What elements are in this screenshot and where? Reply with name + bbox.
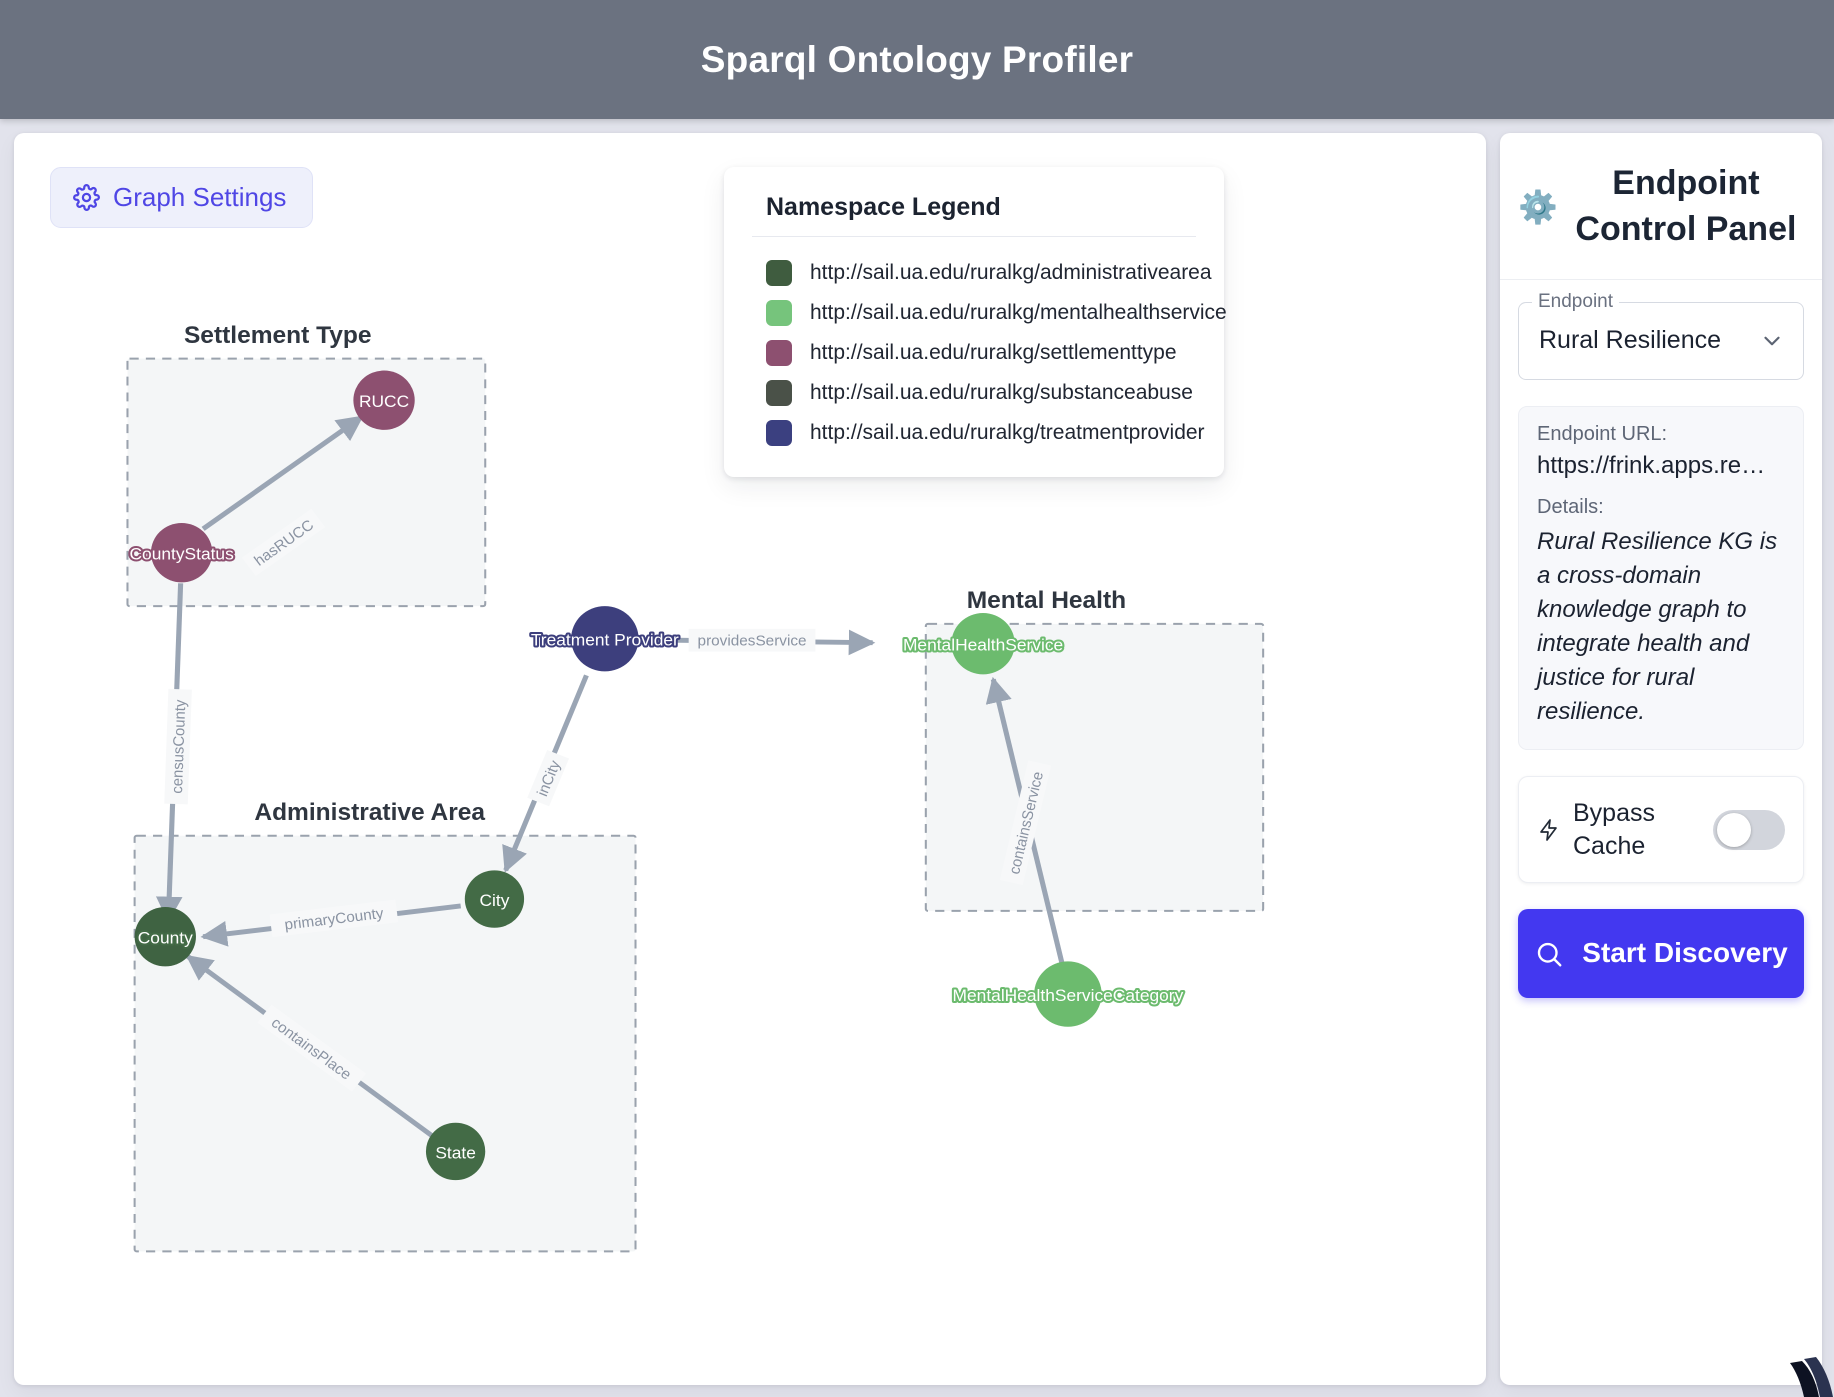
legend-item-label: http://sail.ua.edu/ruralkg/settlementtyp… [810, 341, 1177, 364]
endpoint-select-label: Endpoint [1532, 290, 1620, 313]
legend-swatch-icon [766, 260, 792, 286]
app-header: Sparql Ontology Profiler [0, 0, 1834, 119]
node-county[interactable]: County [134, 906, 196, 967]
node-label-state: State [435, 1144, 476, 1163]
control-panel-title: Endpoint Control Panel [1575, 164, 1797, 248]
node-label-mentalhealthservice: MentalHealthService [903, 636, 1063, 655]
cluster-title-mental: Mental Health [967, 587, 1126, 614]
legend-item-label: http://sail.ua.edu/ruralkg/substanceabus… [810, 381, 1193, 404]
cluster-administrative-area: Administrative Area [133, 799, 637, 1253]
node-label-countystatus: CountyStatus [130, 545, 234, 564]
details-text: Rural Resilience KG is a cross-domain kn… [1537, 527, 1778, 726]
search-icon [1534, 939, 1564, 969]
endpoint-select-value: Rural Resilience [1539, 326, 1722, 355]
control-panel-body: Endpoint Rural Resilience Endpoint URL: … [1500, 280, 1822, 1016]
endpoint-control-panel: ⚙️ Endpoint Control Panel Endpoint Rural… [1500, 133, 1822, 1385]
cluster-title-settlement: Settlement Type [184, 322, 372, 349]
lightning-bolt-icon [1537, 816, 1561, 844]
legend-item: http://sail.ua.edu/ruralkg/administrativ… [748, 253, 1212, 293]
legend-item: http://sail.ua.edu/ruralkg/substanceabus… [748, 373, 1200, 413]
cluster-box-administrative [133, 834, 637, 1253]
node-city[interactable]: City [464, 870, 525, 928]
graph-settings-button[interactable]: Graph Settings [50, 167, 314, 228]
node-rucc[interactable]: RUCC [353, 370, 415, 430]
details-label: Details: [1537, 495, 1604, 518]
node-state[interactable]: State [425, 1122, 486, 1181]
node-label-treatment-provider: Treatment Provider [531, 631, 679, 650]
legend-divider [752, 236, 1196, 237]
bypass-cache-card: Bypass Cache [1518, 776, 1804, 884]
start-discovery-label: Start Discovery [1582, 937, 1788, 969]
edge-label-censusCounty: censusCounty [169, 699, 190, 794]
bypass-cache-label: Bypass Cache [1573, 799, 1655, 860]
legend-item-label: http://sail.ua.edu/ruralkg/administrativ… [810, 261, 1212, 284]
legend-item: http://sail.ua.edu/ruralkg/mentalhealths… [748, 293, 1227, 333]
endpoint-select-wrapper: Endpoint Rural Resilience [1518, 290, 1804, 380]
graph-canvas-card: Graph Settings Settlement Type Administr… [14, 133, 1486, 1385]
node-mentalhealthservicecategory[interactable]: MentalHealthServiceCategory [951, 961, 1186, 1027]
endpoint-select[interactable]: Rural Resilience [1518, 301, 1804, 380]
edge-hasRUCC[interactable] [201, 415, 364, 531]
endpoint-url-value: https://frink.apps.re… [1537, 451, 1766, 479]
graph-nodes[interactable]: RUCC CountyStatus Treatment Provider Men… [127, 370, 1186, 1181]
legend-title: Namespace Legend [766, 193, 1001, 221]
node-label-rucc: RUCC [359, 392, 409, 411]
node-label-county: County [138, 929, 193, 948]
legend-swatch-icon [766, 420, 792, 446]
toggle-knob [1717, 812, 1751, 847]
node-label-mentalhealthservicecategory: MentalHealthServiceCategory [953, 986, 1184, 1005]
cluster-title-administrative: Administrative Area [254, 799, 485, 826]
node-countystatus[interactable]: CountyStatus [127, 522, 236, 583]
page-title: Sparql Ontology Profiler [700, 38, 1134, 80]
endpoint-url-label: Endpoint URL: [1537, 422, 1668, 445]
endpoint-info-box: Endpoint URL: https://frink.apps.re… Det… [1518, 405, 1804, 751]
node-label-city: City [479, 891, 509, 910]
start-discovery-button[interactable]: Start Discovery [1518, 909, 1804, 999]
graph-settings-label: Graph Settings [113, 182, 287, 212]
chevron-down-icon [1759, 328, 1785, 354]
gear-icon [73, 184, 100, 211]
legend-swatch-icon [766, 300, 792, 326]
legend-swatch-icon [766, 380, 792, 406]
node-mentalhealthservice[interactable]: MentalHealthService [901, 613, 1065, 675]
legend-item: http://sail.ua.edu/ruralkg/settlementtyp… [748, 333, 1200, 373]
legend-item-label: http://sail.ua.edu/ruralkg/mentalhealths… [810, 301, 1227, 324]
bypass-cache-toggle[interactable] [1713, 809, 1785, 850]
edge-label-providesService: providesService [698, 633, 807, 650]
legend-swatch-icon [766, 340, 792, 366]
legend-item: http://sail.ua.edu/ruralkg/treatmentprov… [748, 413, 1205, 453]
page-body: Graph Settings Settlement Type Administr… [0, 119, 1834, 1397]
ontology-graph[interactable]: Settlement Type Administrative Area Ment… [14, 133, 1486, 1385]
graph-edge-labels: hasRUCC censusCounty providesService inC… [164, 508, 1052, 1092]
legend-item-label: http://sail.ua.edu/ruralkg/treatmentprov… [810, 421, 1205, 444]
namespace-legend: Namespace Legend http://sail.ua.edu/rura… [724, 167, 1227, 477]
node-treatment-provider[interactable]: Treatment Provider [529, 606, 681, 672]
control-panel-header: ⚙️ Endpoint Control Panel [1500, 133, 1822, 280]
gear-icon: ⚙️ [1518, 188, 1558, 225]
